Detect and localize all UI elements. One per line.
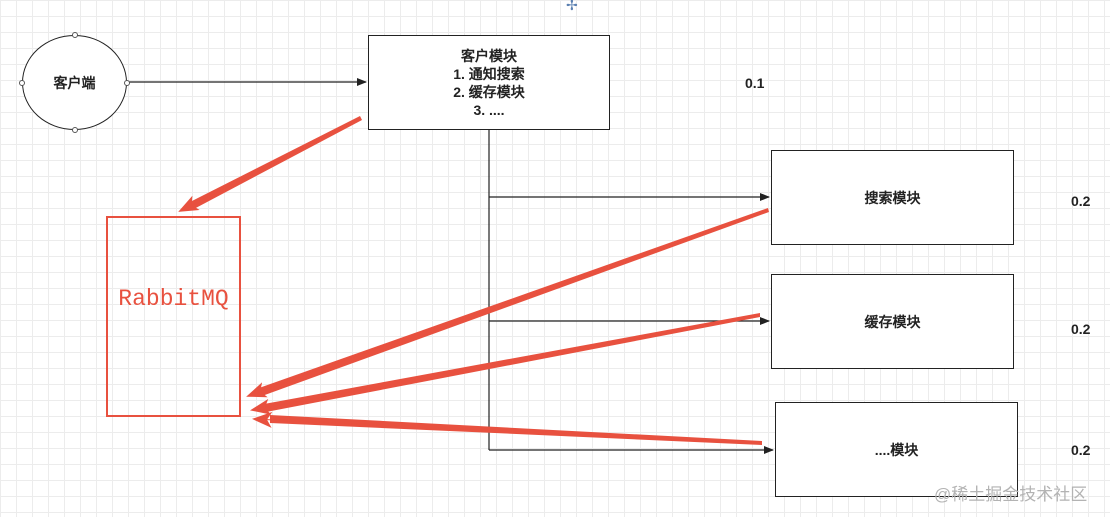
connection-handle-top[interactable] bbox=[72, 32, 78, 38]
search-module-node[interactable]: 搜索模块 bbox=[771, 150, 1014, 245]
red-arrow-cache-to-mq-body bbox=[264, 313, 760, 412]
red-arrow-search-to-mq-body bbox=[259, 208, 769, 396]
customer-module-item-2: 2. 缓存模块 bbox=[453, 83, 525, 100]
client-node[interactable]: 客户端 bbox=[19, 32, 130, 133]
connection-handle-left[interactable] bbox=[19, 80, 25, 86]
version-label-cache: 0.2 bbox=[1071, 321, 1091, 337]
red-arrow-main-to-mq bbox=[178, 149, 301, 212]
cache-module-label: 缓存模块 bbox=[864, 313, 921, 330]
red-arrow-search-to-mq bbox=[246, 339, 401, 398]
customer-module-item-3: 3. .... bbox=[473, 101, 505, 118]
move-cursor-icon: ✢ bbox=[566, 0, 578, 13]
rabbitmq-node[interactable] bbox=[106, 216, 241, 417]
red-arrow-other-to-mq bbox=[252, 411, 401, 428]
client-label: 客户端 bbox=[53, 74, 96, 91]
other-module-label: ....模块 bbox=[874, 441, 919, 458]
connection-handle-bottom[interactable] bbox=[72, 127, 78, 133]
red-arrow-other-to-mq-body bbox=[270, 415, 762, 445]
red-arrow-cache-to-mq bbox=[250, 382, 401, 415]
search-module-label: 搜索模块 bbox=[864, 189, 921, 206]
watermark: @稀土掘金技术社区 bbox=[934, 485, 1088, 504]
version-label-main: 0.1 bbox=[745, 75, 765, 91]
version-label-search: 0.2 bbox=[1071, 193, 1091, 209]
rabbitmq-label: RabbitMQ bbox=[118, 286, 229, 312]
customer-module-title: 客户模块 bbox=[461, 47, 517, 64]
cache-module-node[interactable]: 缓存模块 bbox=[771, 274, 1014, 369]
connection-handle-right[interactable] bbox=[124, 80, 130, 86]
customer-module-node[interactable]: 客户模块 1. 通知搜索 2. 缓存模块 3. .... bbox=[368, 35, 610, 130]
other-module-node[interactable]: ....模块 bbox=[775, 402, 1018, 497]
customer-module-item-1: 1. 通知搜索 bbox=[453, 65, 525, 82]
version-label-other: 0.2 bbox=[1071, 442, 1091, 458]
